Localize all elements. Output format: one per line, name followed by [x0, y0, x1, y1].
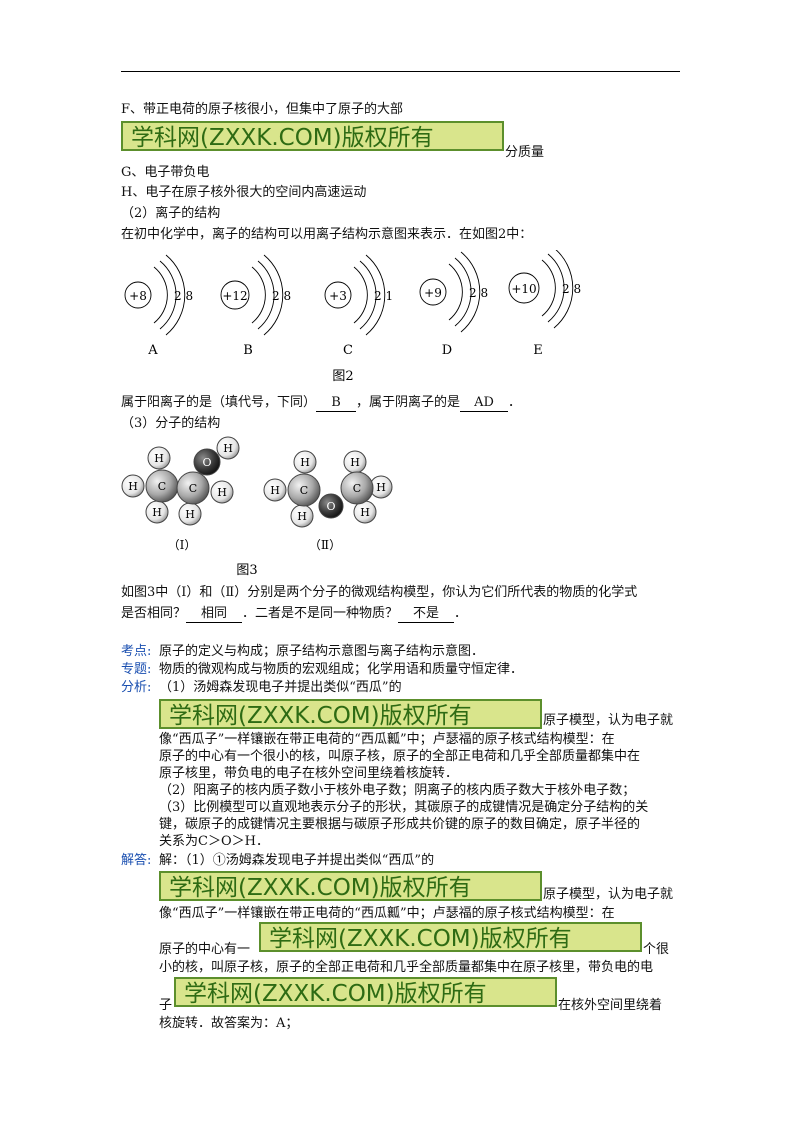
jieda-line-1-tail: 原子模型，认为电子就 [543, 887, 674, 902]
svg-text:H: H [154, 452, 164, 465]
svg-text:H: H [376, 481, 386, 494]
fenxi-line-6: （3）比例模型可以直观地表示分子的形状，其碳原子的成键情况是确定分子结构的关 [159, 800, 649, 815]
jieda-line-4: 小的核，叫原子核，原子的全部正电荷和几乎全部质量都集中在原子核里，带负电的电 [159, 960, 654, 975]
zhuanti-label: 专题: [121, 662, 152, 677]
svg-text:H: H [350, 456, 360, 469]
svg-text:H: H [128, 480, 138, 493]
fenxi-line-4: 原子核里，带负电的电子在核外空间里绕着核旋转． [159, 766, 459, 781]
svg-text:O: O [202, 456, 211, 469]
option-g-line: G、电子带负电 [121, 165, 210, 180]
fenxi-line-7: 键，碳原子的成键情况主要根据与碳原子形成共价键的原子的数目确定，原子半径的 [159, 817, 641, 832]
fenxi-line-5: （2）阳离子的核内质子数小于核外电子数；阴离子的核内质子数大于核外电子数； [159, 783, 636, 798]
ion-a-nucleus: +8 [129, 289, 147, 303]
svg-text:C: C [189, 482, 197, 495]
figure-2-ion-diagrams: +8 2 8 A +12 2 8 B +3 2 1 C +9 2 8 D +10… [124, 250, 581, 384]
option-f-tail: 分质量 [505, 145, 545, 160]
watermark-stamp: 学科网(ZXXK.COM)版权所有 [121, 121, 504, 151]
option-f-line: F、带正电荷的原子核很小，但集中了原子的大部 [121, 102, 404, 117]
fenxi-label: 分析: [121, 680, 152, 695]
svg-text:H: H [152, 506, 162, 519]
answer-anion: AD [460, 395, 509, 412]
kaodian-text: 原子的定义与构成；原子结构示意图与离子结构示意图． [159, 644, 485, 659]
ion-e-diagram: +10 2 8 [508, 250, 581, 329]
question-3-line-1: 如图3中（Ⅰ）和（Ⅱ）分别是两个分子的微观结构模型，你认为它们所代表的物质的化学… [121, 585, 638, 600]
ion-b-shells: 2 8 [272, 289, 291, 303]
ion-e-nucleus: +10 [511, 282, 536, 296]
watermark-stamp: 学科网(ZXXK.COM)版权所有 [159, 871, 542, 901]
ion-a-diagram: +8 2 8 [124, 254, 193, 336]
ion-e-shells: 2 8 [562, 282, 581, 296]
kaodian-label: 考点: [121, 644, 152, 659]
svg-text:H: H [223, 442, 233, 455]
jieda-line-3: 原子的中心有一 [159, 942, 251, 957]
header-rule [121, 71, 680, 72]
answer-same-formula: 相同 [186, 606, 243, 623]
ion-d-shells: 2 8 [469, 286, 488, 300]
svg-text:H: H [300, 456, 310, 469]
svg-text:C: C [353, 482, 361, 495]
ion-c-diagram: +3 2 1 [324, 254, 393, 336]
figure-3-caption: 图3 [236, 563, 257, 578]
ion-d-diagram: +9 2 8 [419, 251, 488, 333]
ion-e-letter: E [533, 343, 543, 358]
ion-c-shells: 2 1 [374, 289, 393, 303]
molecule-1-label: （Ⅰ） [168, 538, 197, 552]
answer-cation: B [316, 395, 357, 412]
molecule-2-model: H H H H H H O C C [263, 450, 393, 528]
ion-d-letter: D [442, 343, 452, 358]
jieda-line-5-tail: 在核外空间里绕着 [558, 998, 663, 1013]
fenxi-line-1-tail: 原子模型，认为电子就 [543, 713, 674, 728]
ion-b-nucleus: +12 [222, 289, 247, 303]
ion-b-letter: B [243, 343, 253, 358]
svg-text:H: H [185, 508, 195, 521]
watermark-stamp: 学科网(ZXXK.COM)版权所有 [174, 977, 557, 1007]
jieda-line-2: 像“西瓜子”一样镶嵌在带正电荷的“西瓜瓤”中；卢瑟福的原子核式结构模型：在 [159, 906, 615, 921]
ion-d-nucleus: +9 [424, 286, 442, 300]
svg-text:H: H [217, 486, 227, 499]
molecule-2-label: （Ⅱ） [309, 538, 341, 552]
svg-text:C: C [300, 484, 308, 497]
svg-text:H: H [360, 506, 370, 519]
svg-text:H: H [270, 484, 280, 497]
option-h-line: H、电子在原子核外很大的空间内高速运动 [121, 185, 367, 200]
ion-a-letter: A [147, 343, 158, 358]
fenxi-line-8: 关系为C＞O＞H． [159, 834, 269, 849]
zhuanti-text: 物质的微观构成与物质的宏观组成；化学用语和质量守恒定律． [159, 662, 524, 677]
watermark-stamp: 学科网(ZXXK.COM)版权所有 [159, 699, 542, 729]
jieda-label: 解答: [121, 853, 152, 868]
ion-b-diagram: +12 2 8 [220, 254, 291, 336]
ion-c-letter: C [343, 343, 353, 358]
jieda-line-5: 子 [159, 998, 173, 1013]
ion-a-shells: 2 8 [174, 289, 193, 303]
section-2-intro: 在初中化学中，离子的结构可以用离子结构示意图来表示．在如图2中： [121, 227, 533, 242]
fenxi-line-2: 像“西瓜子”一样镶嵌在带正电荷的“西瓜瓤”中；卢瑟福的原子核式结构模型：在 [159, 732, 615, 747]
jieda-line-6: 核旋转．故答案为：A； [159, 1016, 299, 1031]
watermark-stamp: 学科网(ZXXK.COM)版权所有 [259, 922, 642, 952]
fenxi-line-1: （1）汤姆森发现电子并提出类似“西瓜”的 [159, 680, 402, 695]
section-2-heading: （2）离子的结构 [121, 206, 221, 221]
answer-same-substance: 不是 [398, 606, 455, 623]
svg-text:C: C [158, 480, 166, 493]
fenxi-line-3: 原子的中心有一个很小的核，叫原子核，原子的全部正电荷和几乎全部质量都集中在 [159, 749, 641, 764]
svg-text:H: H [297, 510, 307, 523]
jieda-line-1: 解：（1）①汤姆森发现电子并提出类似“西瓜”的 [159, 853, 435, 868]
molecule-1-model: H H H H H H O C C [121, 436, 240, 526]
jieda-line-3-tail: 个很 [643, 942, 670, 957]
ion-c-nucleus: +3 [329, 289, 347, 303]
question-3-line-2: 是否相同？相同．二者是不是同一种物质？不是． [121, 606, 468, 623]
svg-text:O: O [326, 500, 335, 513]
section-3-heading: （3）分子的结构 [121, 416, 221, 431]
figure-3-molecule-models: H H H H H H O C C H H H H H [121, 436, 393, 578]
figure-2-caption: 图2 [332, 369, 353, 384]
